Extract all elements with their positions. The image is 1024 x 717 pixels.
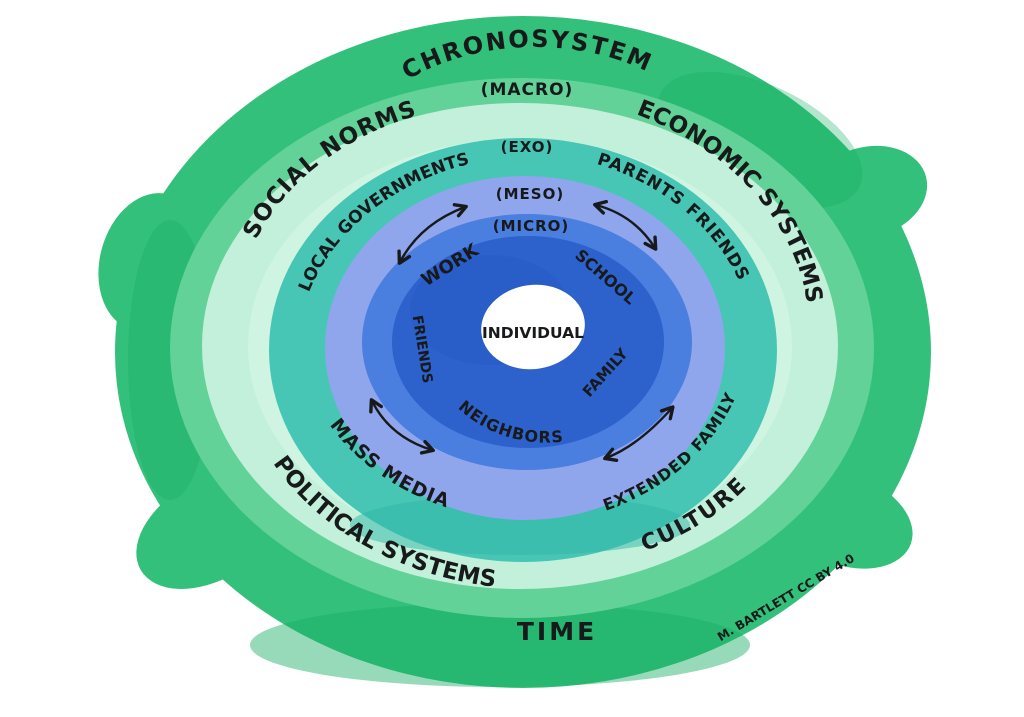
watercolor-blob (98, 193, 202, 331)
watercolor-blob (808, 145, 928, 239)
micro-tag-label: (MICRO) (493, 217, 570, 235)
meso-cycle-arrow-nw (397, 203, 468, 265)
individual-label: INDIVIDUAL (482, 324, 584, 342)
watercolor-patch (350, 495, 690, 555)
meso-cycle-arrow-se (603, 405, 675, 462)
exo-tag-label: (EXO) (501, 138, 554, 156)
watercolor-patch (250, 603, 750, 687)
meso-tag-label: (MESO) (496, 185, 564, 203)
meso-cycle-arrow-sw (369, 398, 435, 455)
individual-center-blob (481, 284, 585, 370)
meso-cycle-arrow-ne (593, 199, 658, 251)
macro-tag-label: (MACRO) (481, 80, 574, 100)
time-label: TIME (517, 617, 597, 646)
